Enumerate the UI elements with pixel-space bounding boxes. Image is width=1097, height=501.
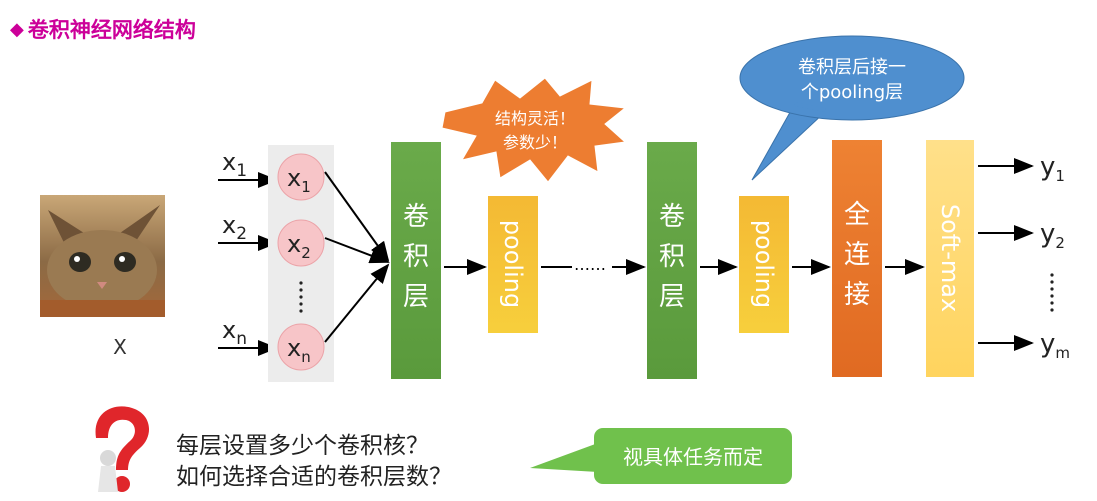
pooling-layer-2-label: pooling [750,220,778,308]
pooling-layer-2 [739,196,789,333]
neuron-1 [277,153,325,201]
diamond-bullet-icon: ◆ [10,18,24,40]
input-arrows [218,172,278,356]
answer-callout: 视具体任务而定 [530,428,792,484]
conv-layer-2-label-3: 层 [659,282,685,312]
bubble-callout: 卷积层后接一 个pooling层 [739,35,965,181]
star-callout-line-2: 参数少！ [503,133,567,152]
fully-connected-layer [832,140,882,377]
conv-layer-1-label-1: 卷 [403,202,429,232]
conv-layer-1-label-3: 层 [403,282,429,312]
output-ellipsis [1050,273,1054,312]
conv-layer-2-label-1: 卷 [659,202,685,232]
fc-label-3: 接 [844,280,870,310]
pooling-layer-1-label: pooling [499,220,527,308]
cat-image [40,195,165,317]
section-title: ◆ 卷积神经网络结构 [10,14,196,44]
conv-layer-1 [391,142,441,379]
star-callout-line-1: 结构灵活！ [495,109,575,128]
input-label-n: xn [222,316,247,349]
star-callout: 结构灵活！ 参数少！ [441,77,627,183]
output-label-2: y2 [1040,219,1065,252]
question-line-1: 每层设置多少个卷积核？ [176,433,429,459]
neuron-label-n: xn [287,334,311,366]
neuron-2 [277,219,325,267]
softmax-layer [926,140,974,377]
neuron-label-1: x1 [287,164,311,196]
fc-label-1: 全 [844,200,870,230]
softmax-label: Soft-max [936,204,964,312]
converging-arrows [324,171,390,343]
output-label-m: ym [1040,329,1070,362]
neuron-ellipsis [299,281,303,313]
output-arrows [978,158,1034,351]
question-person-icon [95,406,150,492]
bubble-callout-line-2: 个pooling层 [801,82,903,103]
conv-layer-2-label-2: 积 [659,242,685,272]
bubble-callout-line-1: 卷积层后接一 [798,57,906,78]
conv-layer-1-label-2: 积 [403,242,429,272]
middle-dots: …… [574,255,606,274]
input-label-2: x2 [222,211,247,244]
output-label-1: y1 [1040,152,1065,185]
question-line-2: 如何选择合适的卷积层数？ [176,464,452,490]
neuron-n [277,323,325,371]
middle-ellipsis-arrow: …… [541,255,646,275]
fc-label-2: 连 [844,240,870,270]
conv-layer-2 [647,142,697,379]
neuron-label-2: x2 [287,230,311,262]
pooling-layer-1 [488,196,538,333]
input-image-label: X [113,335,127,359]
section-title-text: 卷积神经网络结构 [27,18,196,42]
input-label-1: x1 [222,148,247,181]
answer-callout-text: 视具体任务而定 [623,445,763,469]
